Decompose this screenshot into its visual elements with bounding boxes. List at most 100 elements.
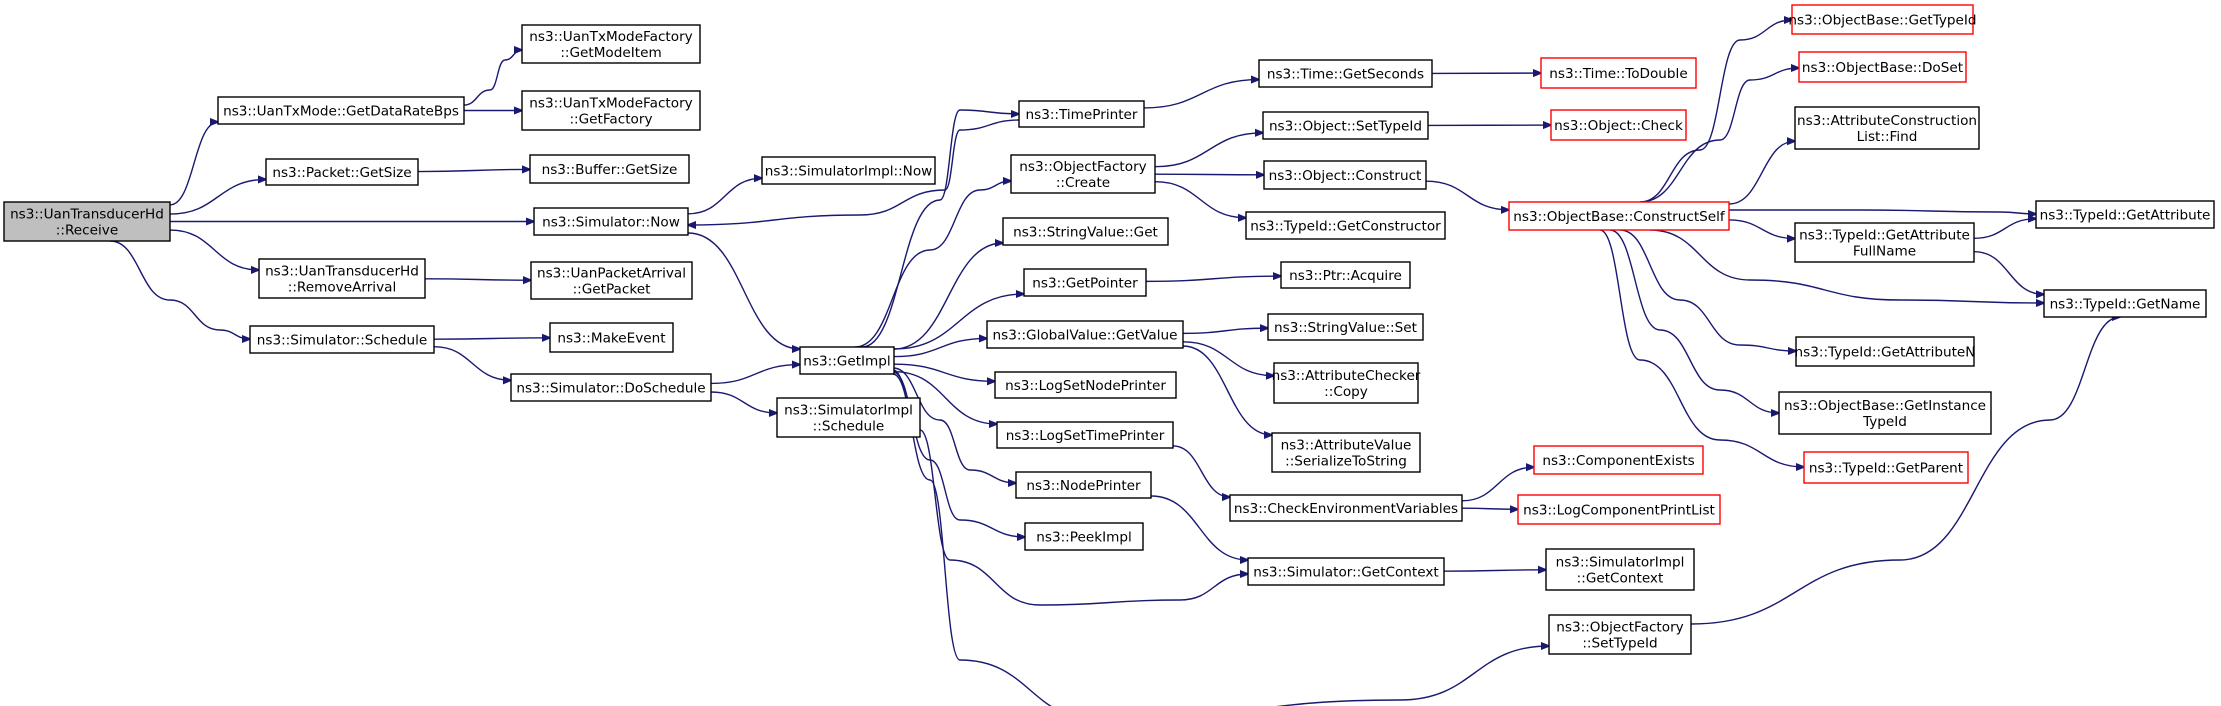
node-box[interactable] [1795,336,1975,367]
node-timePrinter[interactable]: ns3::TimePrinter [1018,100,1145,128]
node-box[interactable] [996,421,1174,449]
node-box[interactable] [1791,4,1974,35]
node-box[interactable] [3,201,171,242]
node-box[interactable] [265,158,419,186]
node-simImplGetContext[interactable]: ns3::SimulatorImpl::GetContext [1545,548,1695,591]
node-box[interactable] [533,207,689,236]
node-logSetNodePrinter[interactable]: ns3::LogSetNodePrinter [994,371,1177,399]
node-box[interactable] [1280,261,1411,289]
node-box[interactable] [1267,313,1424,341]
node-box[interactable] [1545,548,1695,591]
node-makeEvent[interactable]: ns3::MakeEvent [549,322,674,353]
node-attrCheckerCopy[interactable]: ns3::AttributeChecker::Copy [1272,362,1421,404]
node-obGetTypeId[interactable]: ns3::ObjectBase::GetTypeId [1788,4,1977,35]
node-logComponentPrintList[interactable]: ns3::LogComponentPrintList [1517,494,1721,525]
node-box[interactable] [799,346,895,375]
node-simGetContext[interactable]: ns3::Simulator::GetContext [1247,557,1445,586]
node-box[interactable] [776,397,921,438]
node-box[interactable] [1508,201,1730,231]
node-simSchedule[interactable]: ns3::Simulator::Schedule [249,325,435,354]
node-box[interactable] [1024,522,1144,551]
node-attrValueSerialize[interactable]: ns3::AttributeValue::SerializeToString [1271,432,1421,473]
node-box[interactable] [530,261,693,300]
node-nodePrinter[interactable]: ns3::NodePrinter [1015,471,1152,499]
node-simImplSchedule[interactable]: ns3::SimulatorImpl::Schedule [776,397,921,438]
node-box[interactable] [1550,109,1687,141]
node-box[interactable] [1533,445,1704,475]
node-box[interactable] [1803,451,1969,484]
node-typeIdGetConstructor[interactable]: ns3::TypeId::GetConstructor [1245,211,1446,240]
node-arrGetPacket[interactable]: ns3::UanPacketArrival::GetPacket [530,261,693,300]
node-timeGetSeconds[interactable]: ns3::Time::GetSeconds [1258,59,1433,88]
node-box[interactable] [521,90,701,131]
node-box[interactable] [1271,432,1421,473]
node-typeIdGetParent[interactable]: ns3::TypeId::GetParent [1803,451,1969,484]
node-box[interactable] [761,156,936,185]
node-box[interactable] [249,325,435,354]
node-box[interactable] [1798,51,1967,83]
node-box[interactable] [1002,217,1169,246]
node-box[interactable] [1023,268,1147,297]
node-box[interactable] [549,322,674,353]
node-box[interactable] [529,154,690,184]
node-peekImpl[interactable]: ns3::PeekImpl [1024,522,1144,551]
node-box[interactable] [2043,289,2207,318]
node-removeArrival[interactable]: ns3::UanTransducerHd::RemoveArrival [258,258,426,299]
node-ofSetTypeId[interactable]: ns3::ObjectFactory::SetTypeId [1548,614,1692,655]
node-root[interactable]: ns3::UanTransducerHd::Receive [3,201,171,242]
node-box[interactable] [1273,362,1419,404]
node-pktGetSize[interactable]: ns3::Packet::GetSize [265,158,419,186]
node-getDataRate[interactable]: ns3::UanTxMode::GetDataRateBps [217,96,465,125]
node-typeIdGetName[interactable]: ns3::TypeId::GetName [2043,289,2207,318]
node-simImplNow[interactable]: ns3::SimulatorImpl::Now [761,156,936,185]
node-objSetTypeId[interactable]: ns3::Object::SetTypeId [1262,111,1429,140]
node-typeIdGetAttributeN[interactable]: ns3::TypeId::GetAttributeN [1795,336,1976,367]
node-doSchedule[interactable]: ns3::Simulator::DoSchedule [510,373,712,402]
node-timeToDouble[interactable]: ns3::Time::ToDouble [1540,57,1697,89]
node-stringValueSet[interactable]: ns3::StringValue::Set [1267,313,1424,341]
node-gvGetValue[interactable]: ns3::GlobalValue::GetValue [986,320,1184,349]
node-obDoSet[interactable]: ns3::ObjectBase::DoSet [1798,51,1967,83]
node-box[interactable] [1794,106,1980,150]
node-box[interactable] [2035,200,2215,229]
node-ptrAcquire[interactable]: ns3::Ptr::Acquire [1280,261,1411,289]
node-checkEnvVars[interactable]: ns3::CheckEnvironmentVariables [1229,494,1463,522]
node-box[interactable] [1015,471,1152,499]
node-getPointer[interactable]: ns3::GetPointer [1023,268,1147,297]
node-componentExists[interactable]: ns3::ComponentExists [1533,445,1704,475]
node-box[interactable] [1263,160,1427,190]
node-simNow[interactable]: ns3::Simulator::Now [533,207,689,236]
node-box[interactable] [521,24,701,64]
node-typeIdGetAttribute[interactable]: ns3::TypeId::GetAttribute [2035,200,2215,229]
node-obConstructSelf[interactable]: ns3::ObjectBase::ConstructSelf [1508,201,1730,231]
node-box[interactable] [1018,100,1145,128]
node-box[interactable] [1229,494,1463,522]
node-box[interactable] [1245,211,1446,240]
node-box[interactable] [1794,222,1975,263]
node-objCheck[interactable]: ns3::Object::Check [1550,109,1687,141]
node-box[interactable] [510,373,712,402]
node-logSetTimePrinter[interactable]: ns3::LogSetTimePrinter [996,421,1174,449]
node-objConstruct[interactable]: ns3::Object::Construct [1263,160,1427,190]
node-box[interactable] [994,371,1177,399]
node-box[interactable] [258,258,426,299]
node-stringValueGet[interactable]: ns3::StringValue::Get [1002,217,1169,246]
node-box[interactable] [1258,59,1433,88]
node-box[interactable] [1247,557,1445,586]
node-box[interactable] [986,320,1184,349]
node-box[interactable] [1010,154,1156,194]
node-box[interactable] [1517,494,1721,525]
node-box[interactable] [1548,614,1692,655]
node-getModeItem[interactable]: ns3::UanTxModeFactory::GetModeItem [521,24,701,64]
node-getFactory[interactable]: ns3::UanTxModeFactory::GetFactory [521,90,701,131]
node-getImpl[interactable]: ns3::GetImpl [799,346,895,375]
node-box[interactable] [1262,111,1429,140]
node-box[interactable] [1540,57,1697,89]
node-bufGetSize[interactable]: ns3::Buffer::GetSize [529,154,690,184]
node-box[interactable] [217,96,465,125]
node-box[interactable] [1778,391,1992,435]
node-ofCreate[interactable]: ns3::ObjectFactory::Create [1010,154,1156,194]
